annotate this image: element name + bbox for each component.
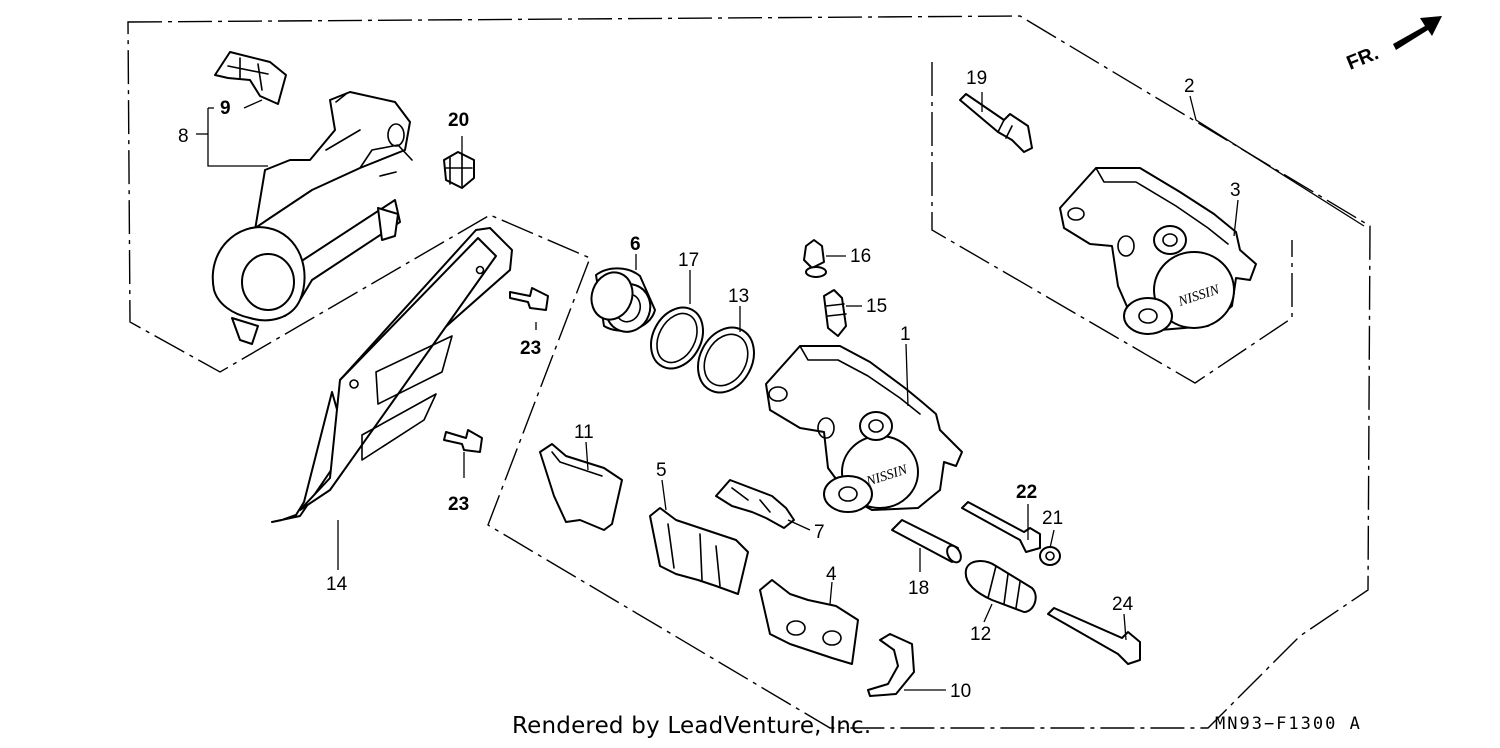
callout-20: 20 [448, 110, 469, 131]
callout-12: 12 [970, 624, 991, 645]
brake-pad-part-4 [759, 579, 859, 665]
pin-part-19 [959, 93, 1033, 153]
callout-13: 13 [728, 286, 749, 307]
drawing-code: MN93−F1300 A [1215, 714, 1362, 734]
piston-part-6 [590, 267, 656, 333]
bolt-part-23-lower [443, 429, 483, 453]
callout-19: 19 [966, 68, 987, 89]
front-direction-label: FR. [1344, 42, 1382, 74]
render-credit: Rendered by LeadVenture, Inc. [512, 713, 872, 739]
front-direction-arrow: FR. [1344, 16, 1442, 75]
caliper-guard-part-14 [271, 227, 513, 523]
caliper-assembly-frame [931, 62, 1293, 384]
callout-16: 16 [850, 246, 871, 267]
bleeder-valve-part-15 [823, 289, 847, 337]
callout-24: 24 [1112, 594, 1134, 615]
callout-4: 4 [826, 564, 837, 585]
callout-17: 17 [678, 250, 699, 271]
callout-6: 6 [630, 234, 641, 255]
callout-22: 22 [1016, 482, 1037, 503]
callout-14: 14 [326, 574, 348, 595]
callout-21: 21 [1042, 508, 1063, 529]
callout-8: 8 [178, 126, 189, 147]
assembly-frames [127, 15, 1371, 729]
cap-part-21 [1039, 546, 1061, 566]
dust-seal-part-13 [697, 326, 755, 394]
callout-3: 3 [1230, 180, 1241, 201]
pad-retainer-part-7 [715, 479, 795, 529]
callout-23-upper: 23 [520, 338, 541, 359]
boot-part-12 [964, 560, 1037, 613]
piston-seal-part-17 [650, 306, 704, 370]
callout-7: 7 [814, 522, 825, 543]
callout-23-lower: 23 [448, 494, 469, 515]
callout-9: 9 [220, 98, 231, 119]
pad-spring-part-9 [214, 51, 287, 105]
caliper-body-part-1: NISSIN [765, 345, 963, 513]
brake-pad-part-5 [649, 507, 749, 595]
bolt-part-23-upper [509, 287, 549, 311]
pin-bolt-part-22 [961, 501, 1041, 553]
bleeder-cap-part-16 [803, 239, 827, 278]
callout-18: 18 [908, 578, 929, 599]
pad-clip-part-10 [867, 633, 915, 697]
sleeve-part-18 [891, 519, 962, 564]
caliper-bracket-part-8 [211, 91, 413, 345]
bolt-part-24 [1047, 607, 1141, 665]
callout-11: 11 [574, 422, 594, 443]
main-assembly-frame [127, 15, 1371, 729]
leader-lines [196, 92, 1365, 691]
callout-numbers: 1 2 3 4 5 6 7 8 9 10 11 12 13 14 15 16 1… [178, 68, 1241, 702]
callout-2: 2 [1184, 76, 1195, 97]
callout-10: 10 [950, 681, 971, 702]
pad-shim-part-11 [539, 443, 623, 531]
callout-1: 1 [900, 324, 911, 345]
caliper-assembly-part-2: NISSIN [1059, 167, 1257, 335]
callout-15: 15 [866, 296, 887, 317]
cap-part-20 [443, 151, 475, 189]
callout-5: 5 [656, 460, 667, 481]
